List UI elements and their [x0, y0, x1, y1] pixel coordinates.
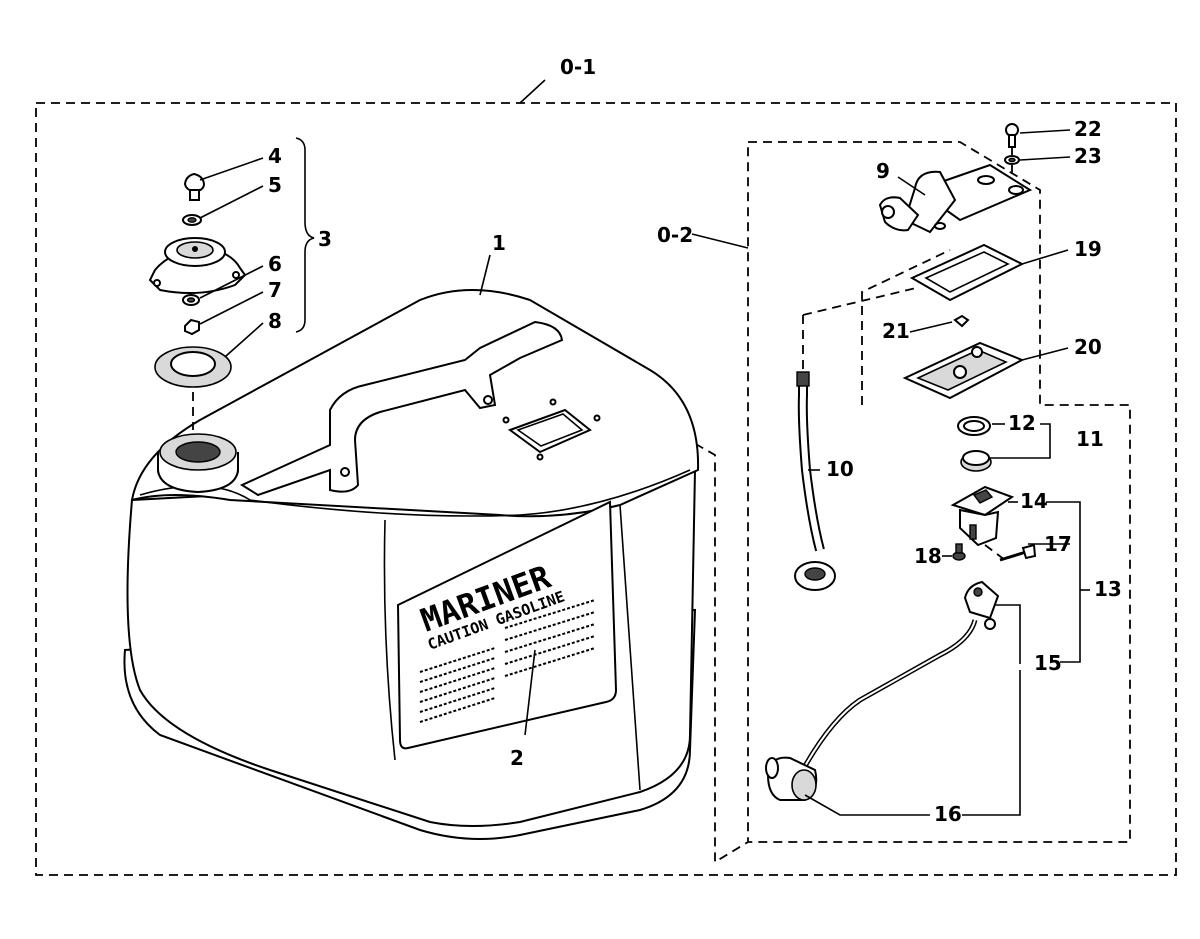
- screw-22: [1005, 123, 1019, 148]
- gauge-housing-14: [950, 485, 1015, 547]
- callout-12: 12: [1008, 411, 1036, 435]
- assembly-frame-0-1: [35, 102, 1177, 876]
- callout-4: 4: [268, 144, 282, 168]
- callout-7: 7: [268, 278, 282, 302]
- callout-13: 13: [1094, 577, 1122, 601]
- callout-2: 2: [510, 746, 524, 770]
- pin-17: [999, 543, 1037, 562]
- vent-washer-top: [182, 214, 202, 226]
- callout-9: 9: [876, 159, 890, 183]
- bracket-3: [295, 137, 315, 333]
- callout-21: 21: [882, 319, 910, 343]
- callout-19: 19: [1074, 237, 1102, 261]
- leader-lines: [199, 79, 1090, 816]
- screw-18: [952, 543, 966, 561]
- callout-1: 1: [492, 231, 506, 255]
- callout-20: 20: [1074, 335, 1102, 359]
- gasket-group-frame: [861, 249, 951, 405]
- callout-22: 22: [1074, 117, 1102, 141]
- mounting-plate-20: [902, 341, 1025, 400]
- vent-screw: [183, 172, 206, 201]
- filler-cap: [148, 237, 247, 294]
- callout-11: 11: [1076, 427, 1104, 451]
- callout-8: 8: [268, 309, 282, 333]
- callout-5: 5: [268, 173, 282, 197]
- seal-ring-12: [957, 416, 991, 436]
- pickup-tube-10: [794, 371, 836, 591]
- float-arm-15: [797, 580, 1000, 777]
- float-16: [765, 756, 818, 801]
- callout-17: 17: [1044, 532, 1072, 556]
- fuel-connector-fitting: [878, 163, 1033, 234]
- cap-nut-7: [184, 318, 200, 336]
- callout-23: 23: [1074, 144, 1102, 168]
- fuel-tank: MARINER CAUTION GASOLINE: [123, 289, 700, 840]
- callout-0-1: 0-1: [560, 55, 596, 79]
- callout-18: 18: [914, 544, 942, 568]
- callout-0-2: 0-2: [657, 223, 693, 247]
- washer-23: [1004, 155, 1020, 165]
- callout-labels: 0-1 0-2 1 2 3 4 5 6 7 8 9 10 11 12 13 14…: [268, 55, 1122, 826]
- nut-21: [953, 314, 970, 328]
- plug-11: [960, 450, 992, 472]
- callout-3: 3: [318, 227, 332, 251]
- callout-10: 10: [826, 457, 854, 481]
- callout-14: 14: [1020, 489, 1048, 513]
- gasket-19: [909, 243, 1025, 302]
- cap-gasket-8: [154, 346, 232, 388]
- callout-6: 6: [268, 252, 282, 276]
- callout-16: 16: [934, 802, 962, 826]
- callout-15: 15: [1034, 651, 1062, 675]
- assembly-frame-0-2: [747, 141, 1131, 843]
- cap-washer-6: [182, 294, 200, 306]
